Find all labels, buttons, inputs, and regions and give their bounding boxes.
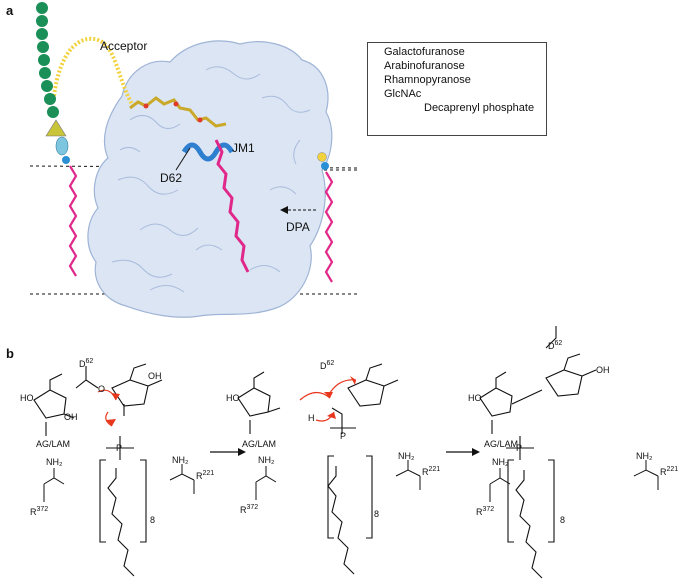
nh2-left: NH₂ xyxy=(46,457,63,467)
legend-label-galactofuranose: Galactofuranose xyxy=(384,46,465,58)
decaprenyl-ligand xyxy=(214,139,250,273)
protein-texture xyxy=(111,66,311,293)
protein-surface xyxy=(87,40,333,318)
jm1-label: JM1 xyxy=(232,141,255,155)
legend-box xyxy=(367,42,547,136)
d62-middle: D62 xyxy=(320,360,335,371)
p-middle: P xyxy=(340,431,347,441)
panel-label-a: a xyxy=(6,3,14,18)
left-isoprene xyxy=(107,468,135,577)
nh2-right: NH₂ xyxy=(492,457,509,467)
r372-left: R372 xyxy=(30,506,49,517)
p-right: P xyxy=(516,443,523,453)
right-isoprene xyxy=(515,470,543,579)
nh2-middle-r221: NH₂ xyxy=(398,451,415,461)
d62-label: D62 xyxy=(160,171,183,185)
ag-middle: AG/LAM xyxy=(242,439,277,449)
oh-left: OH xyxy=(64,412,78,422)
right-product-ring-2 xyxy=(545,369,583,397)
oh-left-donor: OH xyxy=(148,371,162,381)
o-left-1: O xyxy=(98,384,106,394)
acceptor-link xyxy=(52,36,134,106)
r221-left: R221 xyxy=(196,470,215,481)
r221-right: R221 xyxy=(660,466,679,477)
dpa-label: DPA xyxy=(286,220,310,234)
sub8-middle: 8 xyxy=(374,509,380,519)
middle-donor-ring xyxy=(347,379,385,407)
membrane-top-line xyxy=(29,165,361,169)
nh2-middle: NH₂ xyxy=(258,455,275,465)
acceptor-label: Acceptor xyxy=(100,39,148,53)
dpa-molecule xyxy=(317,152,334,283)
legend-label-glcnac: GlcNAc xyxy=(384,88,422,100)
panel-a-graphic xyxy=(29,2,404,318)
r372-middle: R372 xyxy=(240,504,259,515)
r221-middle: R221 xyxy=(422,466,441,477)
ho-right: HO xyxy=(468,393,482,403)
middle-acceptor-ring xyxy=(237,387,271,417)
ag-left: AG/LAM xyxy=(36,439,71,449)
legend-label-rhamnopyranose: Rhamnopyranose xyxy=(384,74,471,86)
nh2-right-r221: NH₂ xyxy=(636,451,653,461)
oh-right: OH xyxy=(596,365,610,375)
galactan-chain xyxy=(36,2,78,277)
r372-right: R372 xyxy=(476,506,495,517)
legend-label-decaprenyl: Decaprenyl phosphate xyxy=(424,102,535,114)
sub8-right: 8 xyxy=(560,515,566,525)
panel-label-b: b xyxy=(6,346,14,361)
h-middle: H xyxy=(308,413,315,423)
d62-right: D62 xyxy=(548,340,563,351)
legend-label-arabinofuranose: Arabinofuranose xyxy=(384,60,465,72)
left-acceptor-ring xyxy=(33,389,67,419)
ho-middle: HO xyxy=(226,393,240,403)
ho-left: HO xyxy=(20,393,34,403)
helix-jm1 xyxy=(181,142,235,162)
nh2-left-r221: NH₂ xyxy=(172,455,189,465)
ag-right: AG/LAM xyxy=(484,439,519,449)
p-left: P xyxy=(116,443,123,453)
sub8-left: 8 xyxy=(150,515,156,525)
middle-isoprene xyxy=(327,466,355,575)
left-donor-ring xyxy=(111,379,149,407)
d62-left: D62 xyxy=(79,358,94,369)
right-product-ring-1 xyxy=(479,387,513,417)
